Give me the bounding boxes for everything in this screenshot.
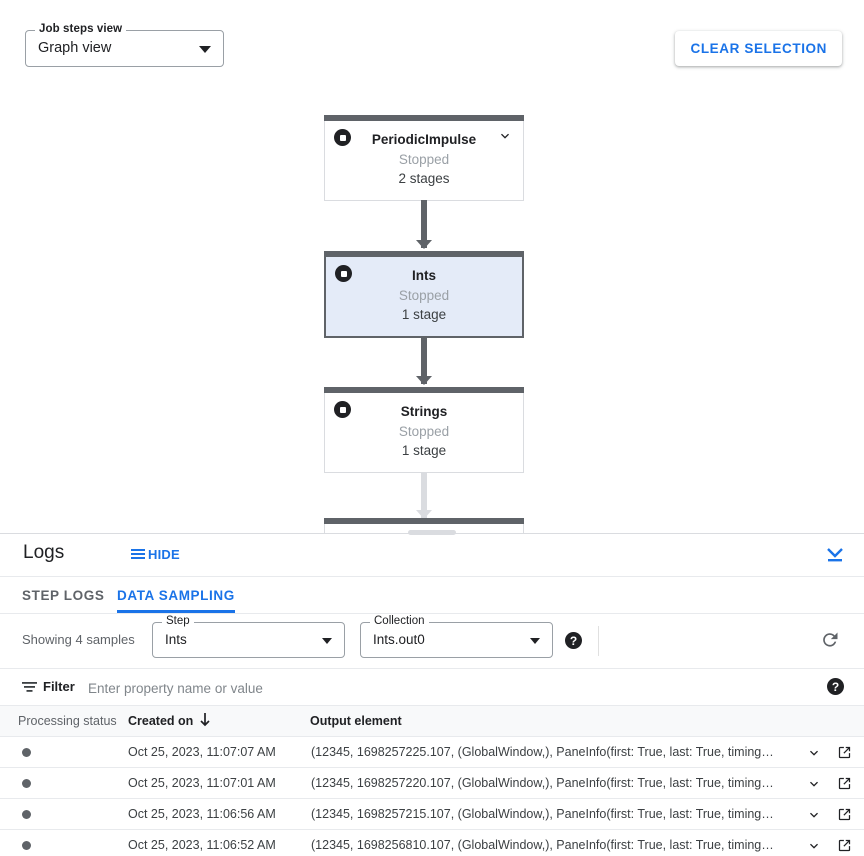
vertical-divider [598, 626, 599, 656]
cell-created-on: Oct 25, 2023, 11:06:56 AM [128, 807, 276, 821]
open-in-new-icon[interactable] [837, 807, 852, 822]
node-title: Strings [400, 404, 448, 419]
collection-select[interactable]: Collection Ints.out0 [360, 615, 553, 658]
job-steps-view-select[interactable]: Job steps view Graph view [25, 23, 224, 67]
open-in-new-icon[interactable] [837, 776, 852, 791]
node-top-bar [324, 518, 524, 524]
expand-row-chevron-down-icon[interactable] [806, 838, 822, 854]
sampling-controls: Showing 4 samples Step Ints Collection I… [0, 614, 864, 669]
cell-output-element: (12345, 1698257215.107, (GlobalWindow,),… [311, 807, 774, 821]
tab-data-sampling[interactable]: DATA SAMPLING [117, 577, 235, 613]
tab-step-logs[interactable]: STEP LOGS [22, 587, 105, 603]
clear-selection-button[interactable]: CLEAR SELECTION [675, 31, 842, 66]
filter-input[interactable] [86, 676, 790, 700]
node-top-bar [324, 251, 524, 257]
refresh-icon[interactable] [820, 630, 840, 650]
node-top-bar [324, 115, 524, 121]
status-dot [22, 748, 31, 757]
logs-panel-header: Logs HIDE [0, 534, 864, 577]
hide-logs-button[interactable]: HIDE [125, 546, 186, 563]
step-select[interactable]: Step Ints [152, 615, 345, 658]
node-stages: 2 stages [398, 171, 450, 186]
expand-row-chevron-down-icon[interactable] [806, 745, 822, 761]
column-header-output-element[interactable]: Output element [310, 714, 402, 728]
help-icon[interactable]: ? [827, 678, 844, 695]
open-in-new-icon[interactable] [837, 745, 852, 760]
collapse-panel-icon[interactable] [824, 545, 846, 565]
graph-canvas[interactable]: Job steps view Graph view CLEAR SELECTIO… [0, 0, 864, 533]
table-row[interactable]: Oct 25, 2023, 11:07:01 AM (12345, 1698257… [0, 768, 864, 799]
step-select-value: Ints [165, 632, 187, 647]
table-row[interactable]: Oct 25, 2023, 11:06:52 AM (12345, 1698256… [0, 830, 864, 856]
graph-node-periodicimpulse[interactable]: PeriodicImpulse Stopped 2 stages [324, 115, 524, 201]
filter-label: Filter [43, 679, 75, 694]
node-stages: 1 stage [401, 307, 447, 322]
logs-tabs: STEP LOGS DATA SAMPLING [0, 577, 864, 614]
cell-created-on: Oct 25, 2023, 11:07:07 AM [128, 745, 276, 759]
samples-table: Processing status Created on Output elem… [0, 706, 864, 856]
node-top-bar [324, 387, 524, 393]
edge-periodicimpulse-to-ints [416, 200, 432, 249]
open-in-new-icon[interactable] [837, 838, 852, 853]
column-header-created-on[interactable]: Created on [128, 714, 194, 728]
table-row[interactable]: Oct 25, 2023, 11:07:07 AM (12345, 1698257… [0, 737, 864, 768]
cell-output-element: (12345, 1698257220.107, (GlobalWindow,),… [311, 776, 774, 790]
cell-output-element: (12345, 1698257225.107, (GlobalWindow,),… [311, 745, 774, 759]
cell-created-on: Oct 25, 2023, 11:06:52 AM [128, 838, 276, 852]
column-header-processing-status[interactable]: Processing status [18, 714, 117, 728]
node-status: Stopped [398, 152, 450, 167]
status-dot [22, 810, 31, 819]
node-status: Stopped [398, 424, 450, 439]
table-row[interactable]: Oct 25, 2023, 11:06:56 AM (12345, 1698257… [0, 799, 864, 830]
panel-resize-handle[interactable] [408, 530, 456, 535]
node-stages: 1 stage [401, 443, 447, 458]
job-steps-view-value: Graph view [38, 40, 112, 56]
node-title: PeriodicImpulse [371, 132, 477, 147]
node-status: Stopped [398, 288, 450, 303]
cell-output-element: (12345, 1698256810.107, (GlobalWindow,),… [311, 838, 774, 852]
edge-ints-to-strings [416, 336, 432, 385]
status-dot [22, 779, 31, 788]
collection-select-label: Collection [370, 615, 429, 628]
logs-title: Logs [23, 542, 65, 563]
sort-descending-icon[interactable] [198, 712, 212, 728]
chevron-down-icon [530, 638, 540, 644]
graph-node-ints[interactable]: Ints Stopped 1 stage [324, 251, 524, 338]
collection-select-value: Ints.out0 [373, 632, 425, 647]
chevron-down-icon[interactable] [497, 128, 513, 144]
chevron-down-icon [199, 46, 211, 53]
node-title: Ints [411, 268, 436, 283]
job-steps-view-label: Job steps view [35, 23, 127, 36]
cell-created-on: Oct 25, 2023, 11:07:01 AM [128, 776, 276, 790]
table-body: Oct 25, 2023, 11:07:07 AM (12345, 1698257… [0, 737, 864, 856]
list-icon [131, 548, 147, 562]
filter-icon [22, 681, 37, 693]
help-icon[interactable]: ? [565, 632, 582, 649]
table-header-row: Processing status Created on Output elem… [0, 706, 864, 737]
stop-icon [334, 401, 351, 418]
expand-row-chevron-down-icon[interactable] [806, 776, 822, 792]
status-dot [22, 841, 31, 850]
logs-panel: Logs HIDE STEP LOGS DA [0, 530, 864, 856]
showing-samples-text: Showing 4 samples [22, 632, 135, 647]
expand-row-chevron-down-icon[interactable] [806, 807, 822, 823]
stop-icon [335, 265, 352, 282]
step-select-label: Step [162, 615, 194, 628]
edge-strings-to-next [416, 472, 432, 519]
hide-logs-label: HIDE [148, 547, 180, 562]
filter-bar: Filter ? [0, 669, 864, 706]
graph-node-partial[interactable] [324, 518, 524, 533]
graph-node-strings[interactable]: Strings Stopped 1 stage [324, 387, 524, 473]
chevron-down-icon [322, 638, 332, 644]
stop-icon [334, 129, 351, 146]
